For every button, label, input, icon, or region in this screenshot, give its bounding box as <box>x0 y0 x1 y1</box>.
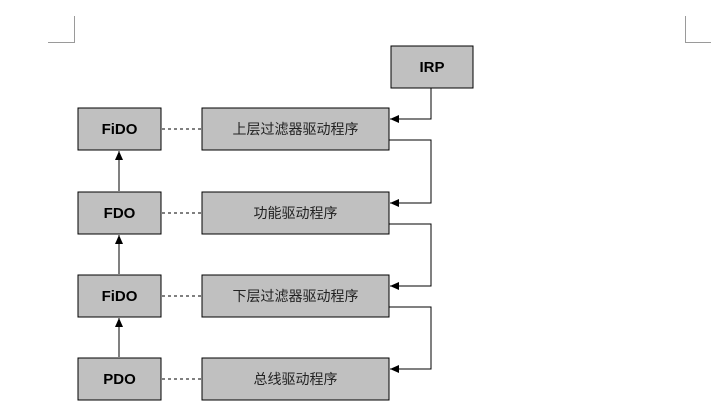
device-object-box-fido-upper: FiDO <box>77 107 162 151</box>
driver-box-function: 功能驱动程序 <box>201 191 390 235</box>
driver-label: 总线驱动程序 <box>254 372 338 388</box>
irp-flow-arrow <box>389 223 432 290</box>
irp-flow-arrow <box>389 139 432 207</box>
device-object-label: FDO <box>104 205 136 222</box>
irp-flow-arrow <box>390 88 432 123</box>
device-object-label: FiDO <box>102 121 138 138</box>
page-corner-mark-right <box>685 16 711 43</box>
page-corner-mark-left <box>48 16 75 43</box>
driver-box-upper-filter: 上层过滤器驱动程序 <box>201 107 390 151</box>
driver-label: 功能驱动程序 <box>254 206 338 222</box>
device-object-box-fdo: FDO <box>77 191 162 235</box>
irp-label: IRP <box>419 59 444 76</box>
irp-flow-arrow <box>389 306 432 373</box>
device-object-label: FiDO <box>102 288 138 305</box>
irp-box: IRP <box>390 45 474 89</box>
device-object-box-fido-lower: FiDO <box>77 274 162 318</box>
device-object-box-pdo: PDO <box>77 357 162 401</box>
driver-label: 上层过滤器驱动程序 <box>233 122 359 138</box>
driver-label: 下层过滤器驱动程序 <box>233 289 359 305</box>
device-object-label: PDO <box>103 371 136 388</box>
driver-box-lower-filter: 下层过滤器驱动程序 <box>201 274 390 318</box>
driver-box-bus: 总线驱动程序 <box>201 357 390 401</box>
